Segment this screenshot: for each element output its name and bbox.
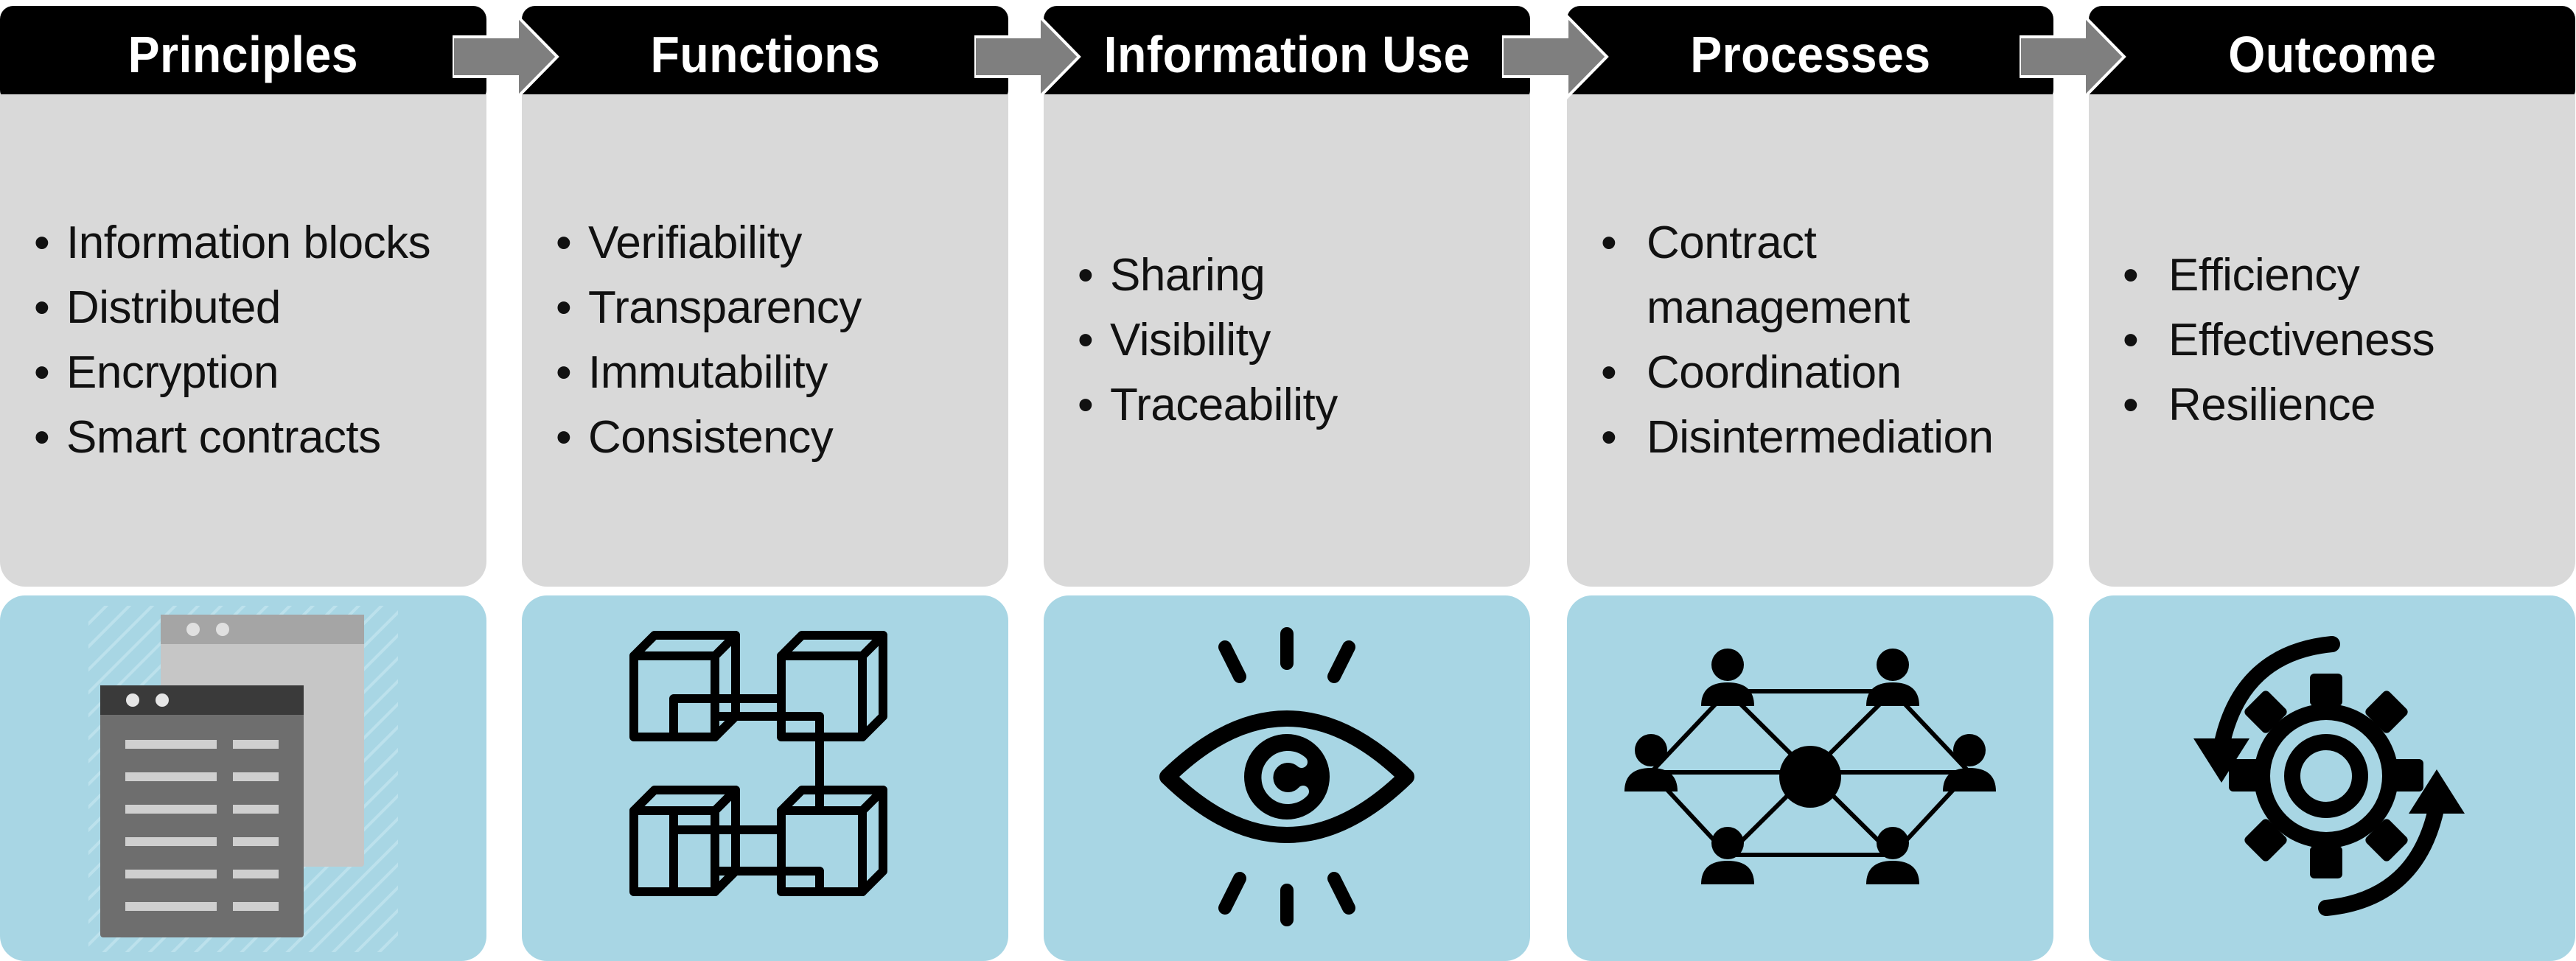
icon-panel-principles [0,595,486,961]
bullet-list: Contract management Coordination Disinte… [1567,211,2043,470]
icon-panel-information-use [1044,595,1530,961]
header-processes: Processes [1567,6,2053,103]
bullet-item-continuation: management [1647,282,1910,333]
text-panel-outcome: Efficiency Effectiveness Resilience [2089,94,2575,587]
header-functions: Functions [522,6,1008,103]
bullet-list: Sharing Visibility Traceability [1044,243,1520,438]
eye-icon [1159,627,1414,926]
bullet-item: Traceability [1078,373,1520,438]
bullet-item: Contract [1601,211,2043,276]
bullet-item: Effectiveness [2123,308,2565,373]
bullet-item: Disintermediation [1601,405,2043,470]
header-title: Outcome [2227,26,2437,83]
arrow-right-icon [2020,13,2126,100]
header-title: Principles [128,26,359,83]
bullet-item: Encryption [34,340,476,405]
bullet-list: Information blocks Distributed Encryptio… [0,211,476,470]
bullet-item: Consistency [556,405,998,470]
arrow-right-icon [974,13,1081,100]
gear-cycle-icon [2193,636,2465,916]
text-panel-processes: Contract management Coordination Disinte… [1567,94,2053,587]
icon-panel-processes [1567,595,2053,961]
bullet-list: Efficiency Effectiveness Resilience [2089,243,2565,438]
header-principles: Principles [0,6,486,103]
icon-panel-outcome [2089,595,2575,961]
document-windows-icon [88,606,398,952]
bullet-item: Efficiency [2123,243,2565,308]
column-outcome: Outcome Efficiency Effectiveness Resilie… [2089,0,2575,961]
bullet-item: Visibility [1078,308,1520,373]
column-principles: Principles Information blocks Distribute… [0,0,486,961]
header-title: Information Use [1103,26,1470,83]
header-title: Processes [1689,26,1931,83]
column-processes: Processes Contract management Coordinati… [1567,0,2053,961]
column-information-use: Information Use Sharing Visibility Trace… [1044,0,1530,961]
bullet-item: Transparency [556,276,998,340]
text-panel-functions: Verifiability Transparency Immutability … [522,94,1008,587]
header-title: Functions [650,26,880,83]
bullet-item: Sharing [1078,243,1520,308]
bullet-item: Verifiability [556,211,998,276]
bullet-item: Smart contracts [34,405,476,470]
column-functions: Functions Verifiability Transparency Imm… [522,0,1008,961]
icon-panel-functions [522,595,1008,961]
network-people-icon [1624,649,1996,884]
bullet-item: Distributed [34,276,476,340]
arrow-right-icon [1502,13,1609,100]
bullet-item: Coordination [1601,340,2043,405]
text-panel-information-use: Sharing Visibility Traceability [1044,94,1530,587]
blockchain-cubes-icon [629,631,887,896]
bullet-item: Immutability [556,340,998,405]
header-information-use: Information Use [1044,6,1530,103]
header-outcome: Outcome [2089,6,2575,103]
text-panel-principles: Information blocks Distributed Encryptio… [0,94,486,587]
bullet-item: Resilience [2123,373,2565,438]
bullet-item: Information blocks [34,211,476,276]
bullet-list: Verifiability Transparency Immutability … [522,211,998,470]
arrow-right-icon [453,13,559,100]
